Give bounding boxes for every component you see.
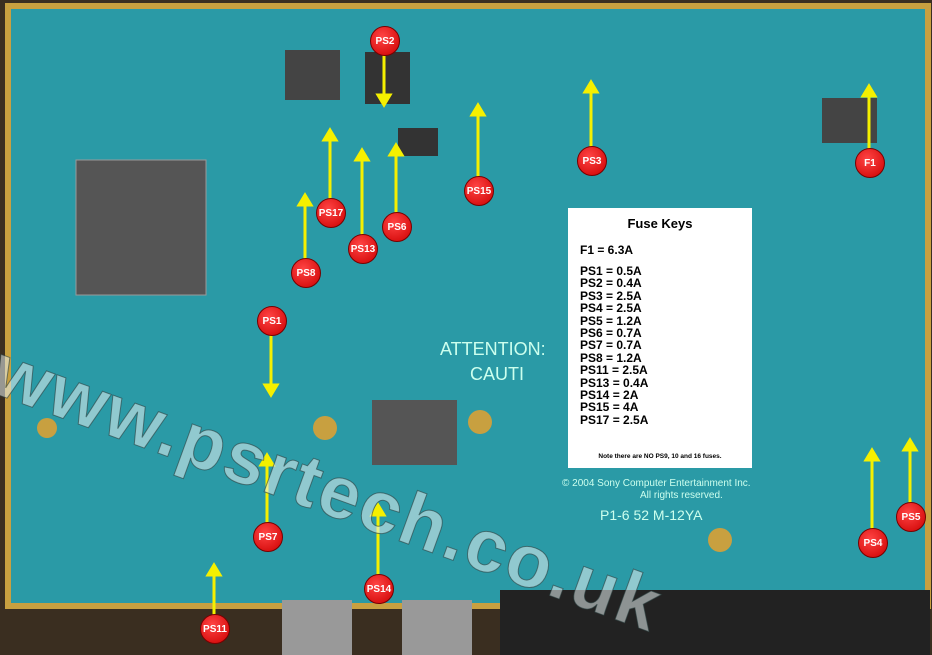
fuse-f1-rating: F1 = 6.3A xyxy=(580,243,634,257)
main-cpu-chip xyxy=(75,159,207,296)
fuse-marker-ps2: PS2 xyxy=(370,26,400,56)
fuse-rating: PS8 = 1.2A xyxy=(580,350,642,365)
fuse-rating: PS3 = 2.5A xyxy=(580,288,642,303)
fuse-rating: PS11 = 2.5A xyxy=(580,363,648,378)
fuse-rating: PS13 = 0.4A xyxy=(580,375,649,390)
arrowhead-icon xyxy=(860,83,878,98)
fuse-marker-ps3: PS3 xyxy=(577,146,607,176)
fuse-marker-ps11: PS11 xyxy=(200,614,230,644)
board-attention-text: ATTENTION: xyxy=(440,339,546,359)
fuse-marker-ps8: PS8 xyxy=(291,258,321,288)
arrowhead-icon xyxy=(901,437,919,452)
fuse-rating: PS6 = 0.7A xyxy=(580,326,642,341)
fuse-marker-ps6: PS6 xyxy=(382,212,412,242)
fuse-marker-ps5: PS5 xyxy=(896,502,926,532)
arrowhead-icon xyxy=(296,192,314,207)
fuse-marker-ps14: PS14 xyxy=(364,574,394,604)
board-caution-text: CAUTI xyxy=(470,364,524,384)
fuse-marker-ps4: PS4 xyxy=(858,528,888,558)
fuse-key-note: Note there are NO PS9, 10 and 16 fuses. xyxy=(598,453,722,460)
board-copyright-text: © 2004 Sony Computer Entertainment Inc. xyxy=(562,478,751,489)
fuse-marker-ps17: PS17 xyxy=(316,198,346,228)
fuse-rating: PS2 = 0.4A xyxy=(580,276,642,291)
arrowhead-icon xyxy=(205,562,223,577)
arrowhead-icon xyxy=(262,383,280,398)
board-rights-text: All rights reserved. xyxy=(640,490,723,501)
fuse-rating: PS1 = 0.5A xyxy=(580,264,642,278)
fuse-rating: PS5 = 1.2A xyxy=(580,313,642,328)
arrowhead-icon xyxy=(582,79,600,94)
usb-port xyxy=(282,600,352,655)
arrowhead-icon xyxy=(387,142,405,157)
fuse-marker-ps1: PS1 xyxy=(257,306,287,336)
fuse-rating: PS14 = 2A xyxy=(580,388,639,403)
arrowhead-icon xyxy=(375,93,393,108)
arrowhead-icon xyxy=(321,127,339,142)
fuse-key-panel: Fuse Keys F1 = 6.3A PS1 = 0.5A PS2 = 0.4… xyxy=(568,208,752,468)
usb-port xyxy=(402,600,472,655)
fuse-key-title: Fuse Keys xyxy=(627,216,693,231)
arrowhead-icon xyxy=(369,502,387,517)
arrowhead-icon xyxy=(863,447,881,462)
board-model-text: P1-6 52 M-12YA xyxy=(600,507,703,523)
fuse-marker-ps13: PS13 xyxy=(348,234,378,264)
fuse-rating: PS7 = 0.7A xyxy=(580,338,642,353)
fuse-marker-f1: F1 xyxy=(855,148,885,178)
fuse-marker-ps7: PS7 xyxy=(253,522,283,552)
fuse-rating: PS4 = 2.5A xyxy=(580,301,642,316)
arrowhead-icon xyxy=(469,102,487,117)
fuse-rating: PS15 = 4A xyxy=(580,400,639,415)
fuse-marker-ps15: PS15 xyxy=(464,176,494,206)
fuse-rating: PS17 = 2.5A xyxy=(580,412,649,427)
arrowhead-icon xyxy=(258,452,276,467)
arrowhead-icon xyxy=(353,147,371,162)
